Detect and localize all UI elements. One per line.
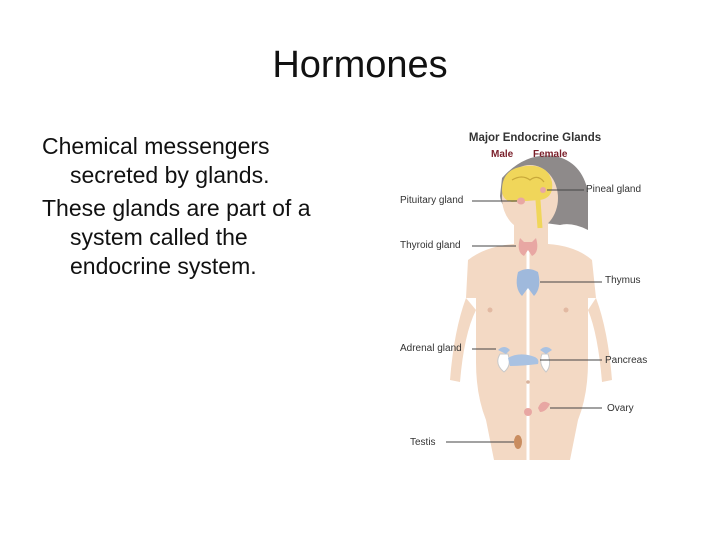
bullet-item: These glands are part of a system called… — [42, 195, 311, 279]
slide-title: Hormones — [272, 44, 448, 86]
label-adrenal-gland: Adrenal gland — [400, 343, 462, 354]
navel-shape — [526, 380, 530, 384]
figure-subtitle-female: Female — [533, 149, 568, 160]
pituitary-gland-shape — [517, 197, 525, 205]
body-illustration — [446, 155, 612, 465]
testis-shape — [514, 435, 522, 449]
torso-shape — [466, 244, 596, 460]
label-pineal-gland: Pineal gland — [586, 184, 642, 195]
right-arm-shape — [588, 298, 612, 382]
pancreas-shape — [508, 354, 539, 366]
figure-title: Major Endocrine Glands — [468, 132, 602, 144]
label-pancreas: Pancreas — [605, 355, 648, 366]
endocrine-glands-figure: Major Endocrine Glands Male Female Pitui… — [390, 120, 680, 475]
bullet-item: Chemical messengers secreted by glands. — [42, 133, 270, 188]
pineal-gland-shape — [540, 187, 546, 193]
label-thymus: Thymus — [605, 275, 641, 286]
label-testis: Testis — [410, 437, 436, 448]
thymus-shape — [516, 269, 540, 296]
label-pituitary-gland: Pituitary gland — [400, 195, 464, 206]
nipple-left-shape — [487, 307, 493, 313]
nipple-right-shape — [563, 307, 569, 313]
ovary-shape — [538, 401, 550, 412]
thyroid-gland-shape — [518, 238, 538, 256]
bullet-list: Chemical messengers secreted by glands. … — [42, 130, 352, 285]
adrenal-right-shape — [540, 347, 552, 354]
uterus-shape — [524, 408, 532, 416]
brain-fold — [511, 176, 545, 183]
left-arm-shape — [450, 298, 476, 382]
kidney-right-shape — [540, 353, 551, 373]
label-ovary: Ovary — [607, 403, 634, 414]
brain-shape — [502, 165, 553, 202]
brain-stem-shape — [535, 199, 543, 229]
adrenal-left-shape — [498, 347, 510, 354]
label-thyroid-gland: Thyroid gland — [400, 240, 461, 251]
figure-subtitle-male: Male — [491, 149, 514, 160]
